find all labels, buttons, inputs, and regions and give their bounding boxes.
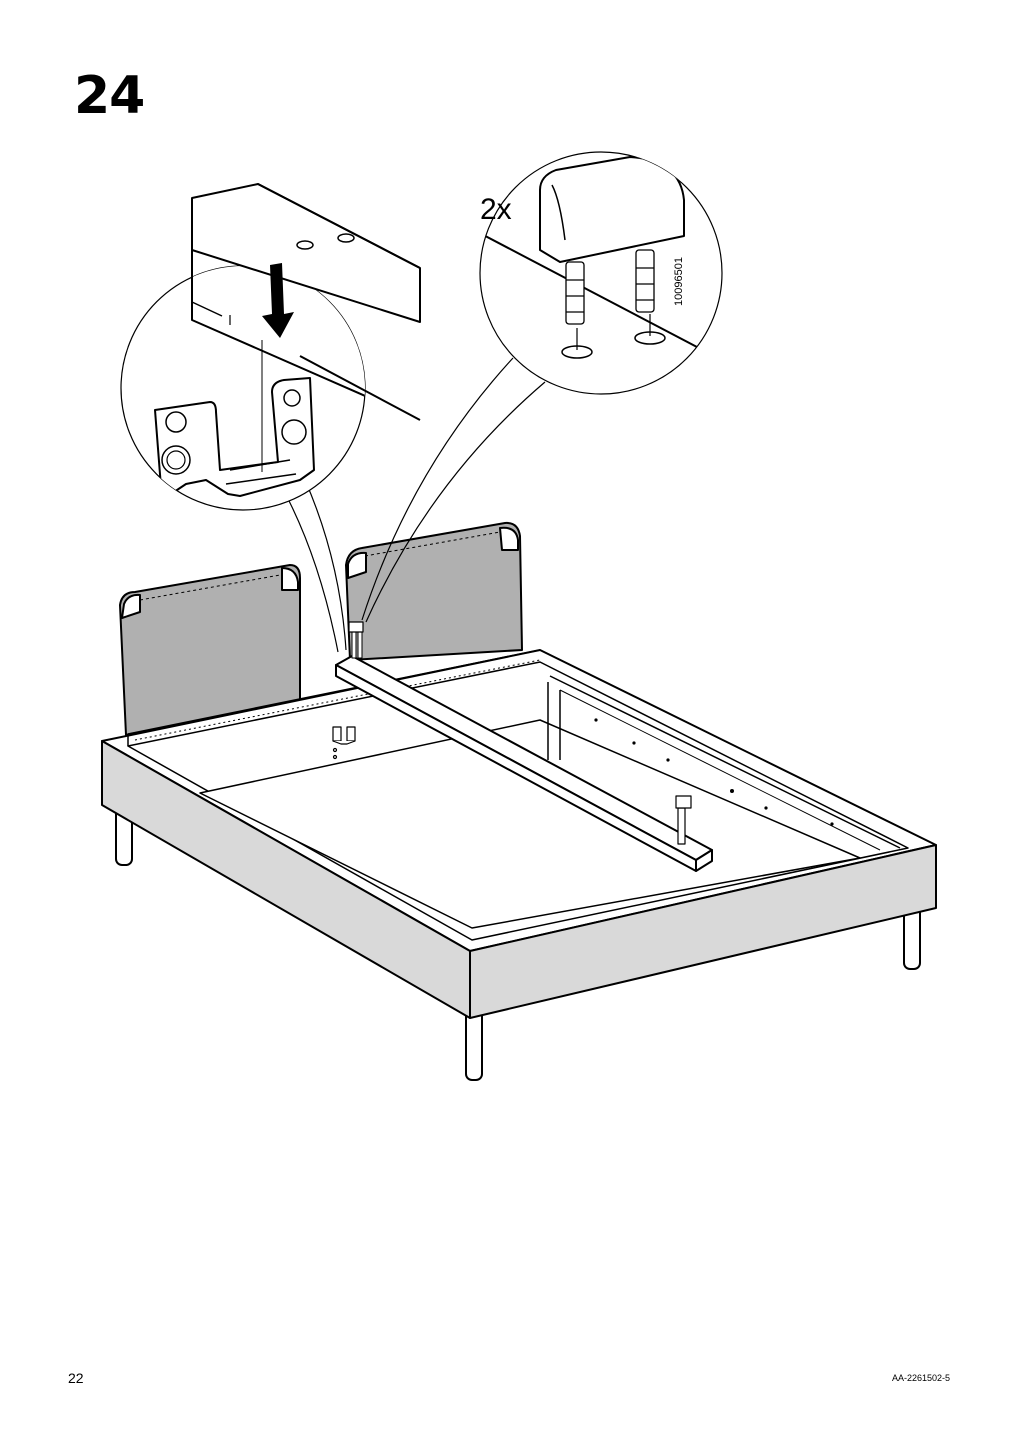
center-beam (335, 621, 713, 872)
down-arrow-icon (262, 263, 294, 338)
page-number: 22 (68, 1370, 84, 1386)
document-code: AA-2261502-5 (891, 1373, 950, 1383)
headboard-right (345, 521, 523, 661)
dowel-icon (565, 249, 655, 325)
quantity-label: 2x (480, 193, 512, 226)
bracket-icon (332, 726, 356, 760)
headboard-left (119, 564, 301, 736)
beam-top-view (191, 183, 421, 421)
bed-leg-front (465, 1009, 483, 1081)
bed-frame (101, 521, 937, 1081)
step-number: 24 (74, 66, 145, 126)
leader-lines (284, 357, 546, 653)
part-number: 10096501 (673, 257, 685, 306)
detail-callout-dowel (479, 151, 723, 395)
